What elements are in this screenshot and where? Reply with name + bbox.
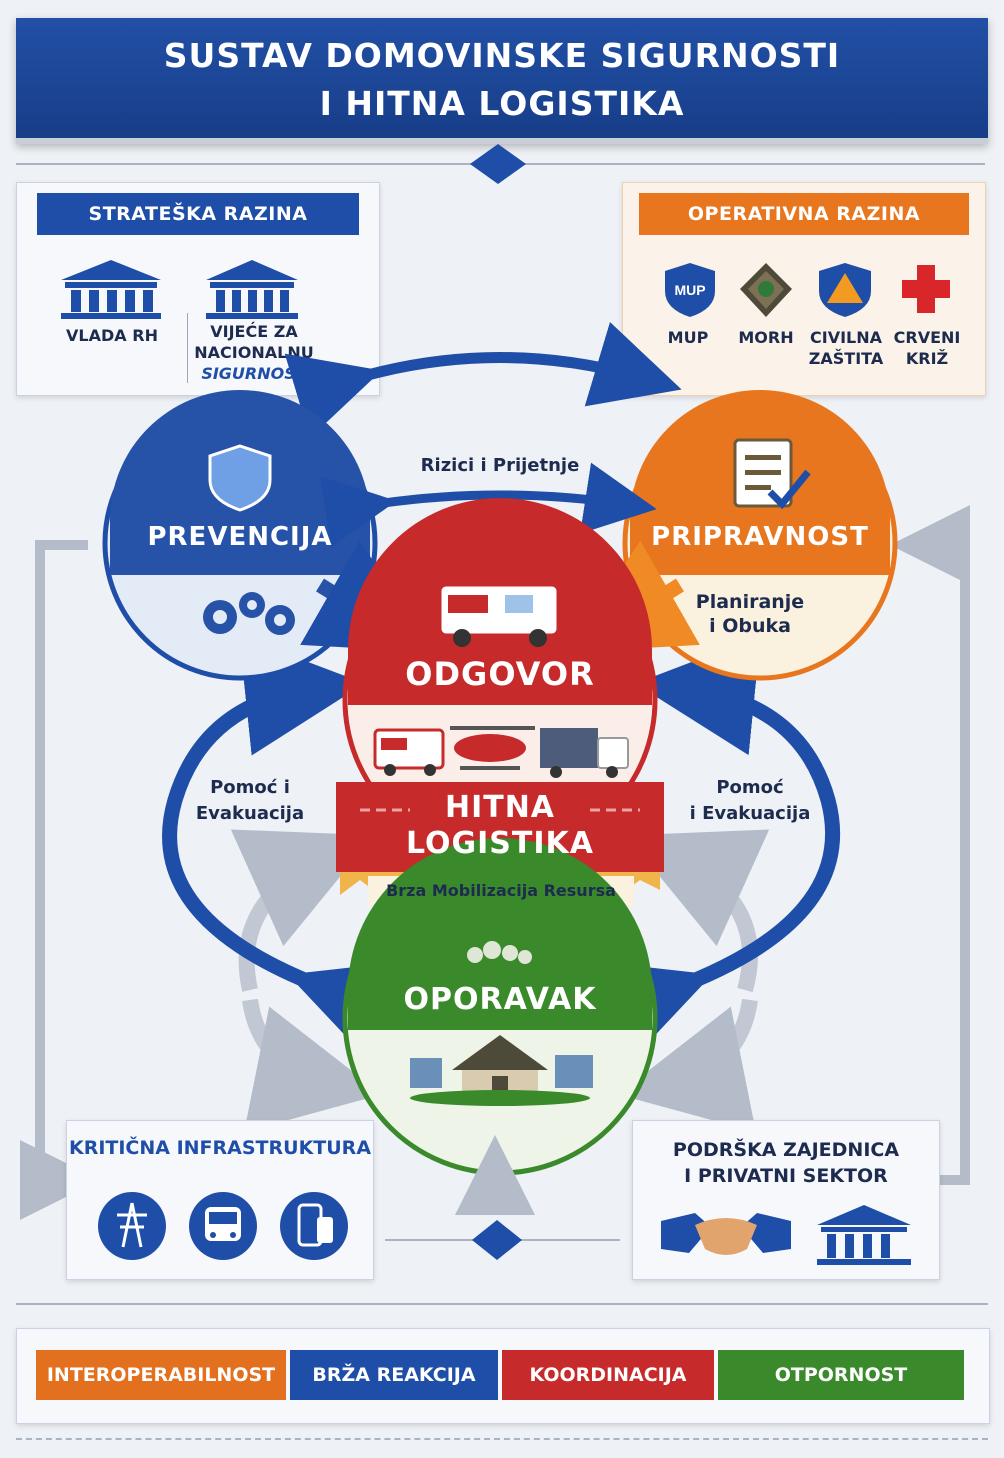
help-right-1: Pomoć (716, 777, 784, 798)
rubble-icon (467, 941, 532, 964)
footer-top-line (16, 1303, 988, 1305)
council-line-1: VIJEĆE ZA (210, 322, 298, 341)
op-label-morh: MORH (738, 328, 794, 347)
op-label-redcross-2: KRIŽ (905, 349, 949, 368)
preparedness-sub-1: Planiranje (695, 591, 805, 613)
preparedness-title: PRIPRAVNOST (651, 522, 869, 552)
logistics-title: HITNA LOGISTIKA (336, 790, 664, 862)
red-cross-icon (902, 265, 950, 313)
recovery-circle (342, 838, 658, 1176)
footer-fast-response: BRŽA REAKCIJA (290, 1350, 498, 1400)
left-help-loop-arrow (162, 636, 422, 1073)
title-line-1: SUSTAV DOMOVINSKE SIGURNOSTI (163, 36, 841, 75)
response-circle (342, 498, 658, 858)
bus-icon (189, 1192, 257, 1260)
footer-resilience: OTPORNOST (718, 1350, 964, 1400)
council-line-2: NACIONALNU (194, 343, 314, 362)
mobile-devices-icon (280, 1192, 348, 1260)
response-title: ODGOVOR (405, 655, 595, 693)
inner-gray-arrow-left-down (242, 998, 383, 1133)
inner-gray-arrow-right-down (617, 998, 758, 1133)
recovery-title: OPORAVAK (403, 982, 597, 1017)
defense-emblem-icon (740, 263, 792, 317)
council-building-icon (206, 260, 298, 319)
op-label-civil-2: ZAŠTITA (808, 349, 884, 368)
right-help-loop-arrow (578, 635, 840, 1073)
house-icon (410, 1035, 593, 1106)
right-outer-loop-arrow (890, 505, 970, 1185)
logistics-line-2: LOGISTIKA (405, 826, 595, 861)
help-right-2: i Evakuacija (689, 803, 811, 824)
prevention-shield-icon (208, 444, 272, 512)
strategic-heading: STRATEŠKA RAZINA (37, 193, 359, 235)
council-line-3: SIGURNOST (201, 364, 307, 383)
strategic-separator (187, 313, 188, 383)
ambulance-icon (438, 583, 560, 647)
op-label-civil: CIVILNA ZAŠTITA (806, 327, 886, 369)
government-building-icon (61, 260, 161, 319)
power-tower-icon (98, 1192, 166, 1260)
logistics-line-1: HITNA (444, 790, 556, 825)
panels-link-arrow (284, 322, 682, 438)
help-left-2: Evakuacija (195, 803, 305, 824)
operational-panel: OPERATIVNA RAZINA MUP MUP MORH CIVILNA Z… (622, 182, 986, 396)
help-left-label: Pomoć i Evakuacija (180, 775, 320, 827)
op-label-redcross-1: CRVENI (893, 328, 961, 347)
preparedness-sub-2: i Obuka (709, 615, 791, 637)
vehicles-row-icon (373, 726, 629, 778)
infrastructure-heading: KRITIČNA INFRASTRUKTURA (68, 1137, 372, 1159)
community-line-1: PODRŠKA ZAJEDNICA (672, 1139, 900, 1161)
footer-interoperability: INTEROPERABILNOST (36, 1350, 286, 1400)
title-banner: SUSTAV DOMOVINSKE SIGURNOSTI I HITNA LOG… (16, 18, 988, 144)
infrastructure-panel: KRITIČNA INFRASTRUKTURA (66, 1120, 374, 1280)
logistics-subtitle: Brza Mobilizacija Resursa (386, 881, 616, 900)
footer-bottom-line (16, 1438, 988, 1440)
operational-heading: OPERATIVNA RAZINA (639, 193, 969, 235)
risks-label: Rizici i Prijetnje (420, 455, 580, 476)
strategic-label-council: VIJEĆE ZA NACIONALNU SIGURNOST (189, 321, 319, 384)
institution-icon (817, 1205, 911, 1265)
prevention-gears-icon (203, 592, 295, 635)
police-shield-icon: MUP (665, 263, 715, 317)
help-left-1: Pomoć i (210, 777, 290, 798)
footer-coordination: KOORDINACIJA (502, 1350, 714, 1400)
title-line-2: I HITNA LOGISTIKA (319, 84, 685, 123)
title-divider-diamond (470, 144, 526, 184)
left-outer-loop-arrow (20, 540, 100, 1220)
op-label-redcross: CRVENI KRIŽ (887, 327, 967, 369)
community-line-2: I PRIVATNI SEKTOR (684, 1165, 888, 1187)
prevention-title: PREVENCIJA (147, 522, 333, 552)
title-divider (16, 144, 985, 184)
help-right-label: Pomoć i Evakuacija (680, 775, 820, 827)
preparedness-subtitle: Planiranje i Obuka (670, 590, 830, 638)
infrastructure-icons (98, 1192, 348, 1260)
op-label-civil-1: CIVILNA (810, 328, 882, 347)
mup-badge-text: MUP (674, 282, 705, 298)
risks-arrow (320, 462, 657, 548)
community-panel: PODRŠKA ZAJEDNICA I PRIVATNI SEKTOR (632, 1120, 940, 1280)
handshake-icon (661, 1213, 791, 1255)
community-heading: PODRŠKA ZAJEDNICA I PRIVATNI SEKTOR (633, 1137, 939, 1189)
community-icons (661, 1205, 911, 1265)
civil-protection-icon (819, 263, 871, 317)
strategic-label-vlada: VLADA RH (66, 326, 158, 345)
bottom-divider-diamond (472, 1220, 522, 1260)
